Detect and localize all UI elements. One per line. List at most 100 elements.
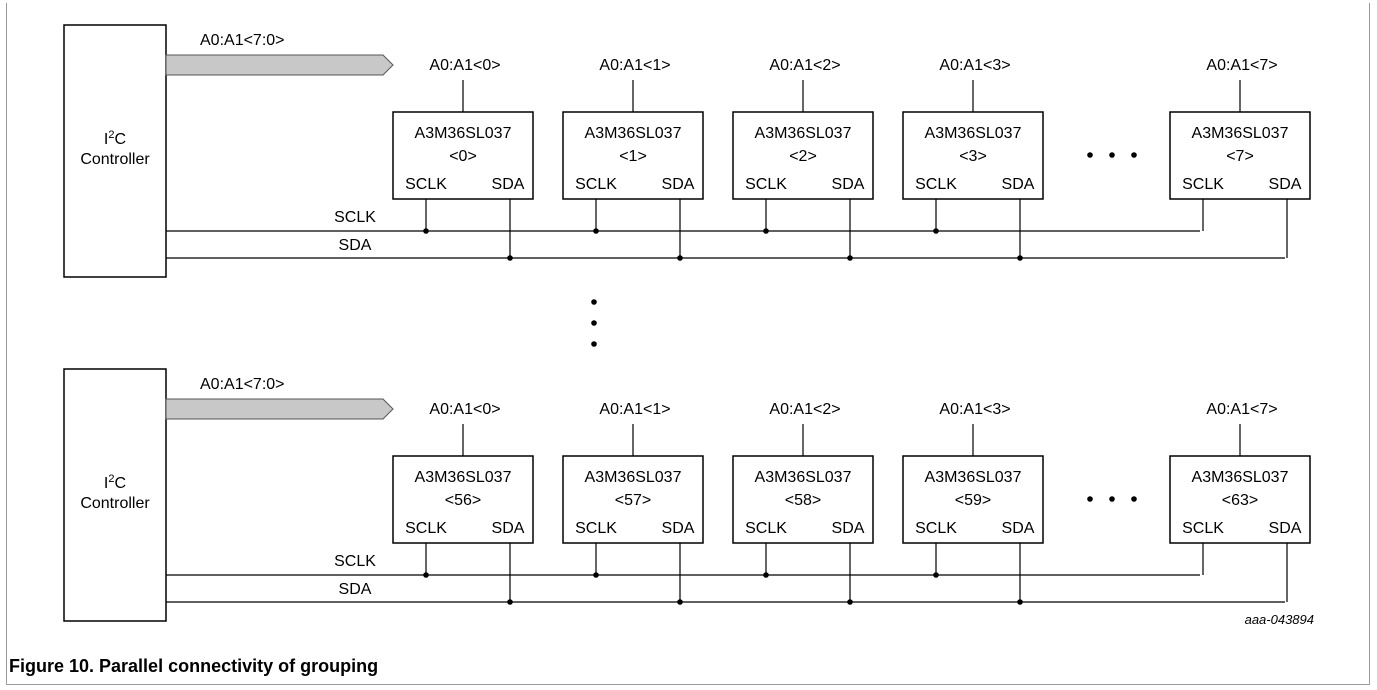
- vertical-ellipsis-dot: [591, 341, 597, 347]
- chip-box: [562, 111, 704, 200]
- chip-index-label: <57>: [615, 492, 651, 509]
- chip-part-label: A3M36SL037: [925, 469, 1022, 486]
- chip-part-label: A3M36SL037: [925, 125, 1022, 142]
- sclk-junction-dot: [593, 228, 599, 234]
- controller-label: Controller: [80, 495, 150, 512]
- vertical-ellipsis-dot: [591, 299, 597, 305]
- chip-box: [392, 455, 534, 544]
- sclk-junction-dot: [763, 228, 769, 234]
- chip-box: [1169, 111, 1311, 200]
- chip-part-label: A3M36SL037: [1192, 125, 1289, 142]
- chip-sda-pin-label: SDA: [662, 520, 695, 537]
- chip-sclk-pin-label: SCLK: [575, 176, 617, 193]
- sda-junction-dot: [1017, 255, 1023, 261]
- chip-box: [732, 111, 874, 200]
- chip-sclk-pin-label: SCLK: [1182, 176, 1224, 193]
- chip-sclk-pin-label: SCLK: [745, 176, 787, 193]
- sda-junction-dot: [1017, 599, 1023, 605]
- ellipsis-dot: [1087, 152, 1093, 158]
- sclk-junction-dot: [593, 572, 599, 578]
- chip-address-label: A0:A1<0>: [429, 401, 500, 418]
- sclk-bus-label: SCLK: [334, 209, 376, 226]
- address-bus-arrow: [165, 54, 394, 76]
- ellipsis-dot: [1109, 152, 1115, 158]
- chip-address-label: A0:A1<3>: [939, 401, 1010, 418]
- chip-box: [392, 111, 534, 200]
- controller-label: Controller: [80, 151, 150, 168]
- chip-address-label: A0:A1<1>: [599, 401, 670, 418]
- ellipsis-dot: [1131, 152, 1137, 158]
- i2c-controller-box: [63, 368, 167, 622]
- chip-index-label: <63>: [1222, 492, 1258, 509]
- sda-junction-dot: [677, 599, 683, 605]
- chip-address-label: A0:A1<2>: [769, 401, 840, 418]
- ellipsis-dot: [1131, 496, 1137, 502]
- connectivity-diagram: I2C Controller A0:A1<7:0> SCLK SDA A0:A1<0> A3…: [63, 24, 1314, 627]
- chip-part-label: A3M36SL037: [415, 469, 512, 486]
- figure-code: aaa-043894: [1245, 612, 1314, 627]
- chip-address-label: A0:A1<2>: [769, 57, 840, 74]
- chip-sda-pin-label: SDA: [492, 520, 525, 537]
- chip-index-label: <3>: [959, 148, 987, 165]
- sda-bus-label: SDA: [339, 581, 372, 598]
- sda-bus-label: SDA: [339, 237, 372, 254]
- chip-index-label: <56>: [445, 492, 481, 509]
- chip-sda-pin-label: SDA: [832, 520, 865, 537]
- chip-sclk-pin-label: SCLK: [1182, 520, 1224, 537]
- chip-index-label: <0>: [449, 148, 477, 165]
- chip-sclk-pin-label: SCLK: [915, 176, 957, 193]
- chip-address-label: A0:A1<3>: [939, 57, 1010, 74]
- chip-sclk-pin-label: SCLK: [405, 520, 447, 537]
- chip-box: [1169, 455, 1311, 544]
- ellipsis-dot: [1109, 496, 1115, 502]
- ellipsis-dot: [1087, 496, 1093, 502]
- sda-junction-dot: [847, 255, 853, 261]
- chip-part-label: A3M36SL037: [415, 125, 512, 142]
- sclk-junction-dot: [423, 228, 429, 234]
- chip-part-label: A3M36SL037: [755, 125, 852, 142]
- chip-part-label: A3M36SL037: [585, 469, 682, 486]
- chip-box: [562, 455, 704, 544]
- chip-index-label: <59>: [955, 492, 991, 509]
- sda-junction-dot: [677, 255, 683, 261]
- sclk-bus-label: SCLK: [334, 553, 376, 570]
- chip-sda-pin-label: SDA: [492, 176, 525, 193]
- sclk-junction-dot: [763, 572, 769, 578]
- controller-name: I2C: [104, 129, 126, 148]
- chip-sclk-pin-label: SCLK: [915, 520, 957, 537]
- chip-box: [902, 111, 1044, 200]
- chip-index-label: <7>: [1226, 148, 1254, 165]
- chip-part-label: A3M36SL037: [755, 469, 852, 486]
- chip-index-label: <2>: [789, 148, 817, 165]
- sclk-junction-dot: [933, 572, 939, 578]
- chip-address-label: A0:A1<7>: [1206, 57, 1277, 74]
- chip-sclk-pin-label: SCLK: [575, 520, 617, 537]
- chip-index-label: <1>: [619, 148, 647, 165]
- chip-address-label: A0:A1<1>: [599, 57, 670, 74]
- chip-sda-pin-label: SDA: [1002, 520, 1035, 537]
- chip-sda-pin-label: SDA: [1002, 176, 1035, 193]
- controller-name: I2C: [104, 473, 126, 492]
- chip-sda-pin-label: SDA: [1269, 520, 1302, 537]
- chip-address-label: A0:A1<7>: [1206, 401, 1277, 418]
- chip-index-label: <58>: [785, 492, 821, 509]
- sclk-junction-dot: [423, 572, 429, 578]
- chip-sda-pin-label: SDA: [662, 176, 695, 193]
- chip-sda-pin-label: SDA: [832, 176, 865, 193]
- figure-caption: Figure 10. Parallel connectivity of grou…: [9, 656, 379, 676]
- chip-sda-pin-label: SDA: [1269, 176, 1302, 193]
- figure-frame: [6, 3, 1370, 685]
- sclk-junction-dot: [933, 228, 939, 234]
- chip-box: [902, 455, 1044, 544]
- address-bus-arrow: [165, 398, 394, 420]
- chip-sclk-pin-label: SCLK: [405, 176, 447, 193]
- chip-sclk-pin-label: SCLK: [745, 520, 787, 537]
- i2c-controller-box: [63, 24, 167, 278]
- chip-address-label: A0:A1<0>: [429, 57, 500, 74]
- address-bus-label: A0:A1<7:0>: [200, 32, 285, 49]
- sda-junction-dot: [507, 255, 513, 261]
- chip-part-label: A3M36SL037: [1192, 469, 1289, 486]
- chip-part-label: A3M36SL037: [585, 125, 682, 142]
- sda-junction-dot: [847, 599, 853, 605]
- chip-box: [732, 455, 874, 544]
